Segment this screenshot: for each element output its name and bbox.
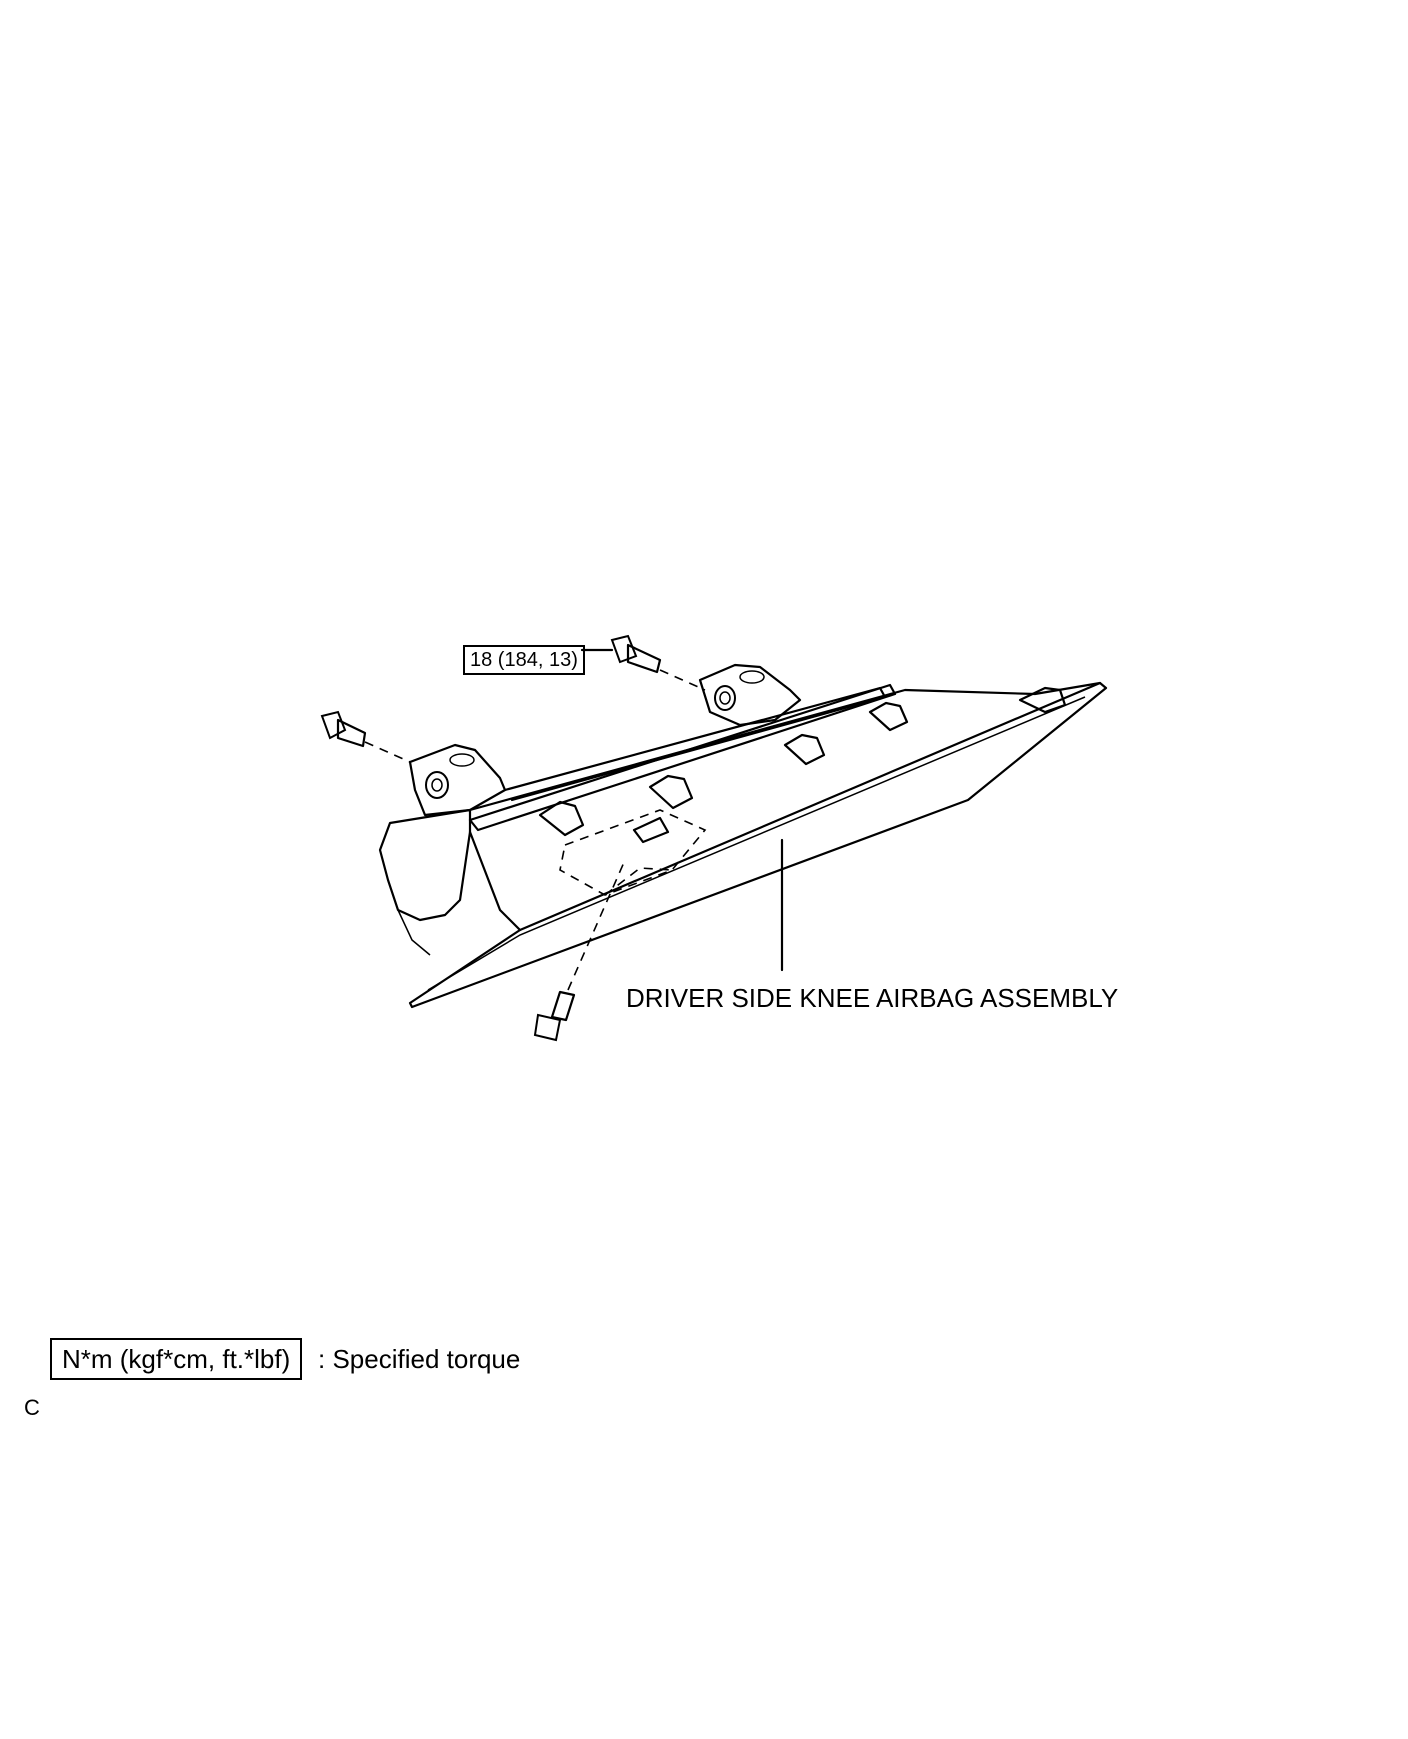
part-label: DRIVER SIDE KNEE AIRBAG ASSEMBLY [626, 983, 1119, 1013]
torque-legend-text: : Specified torque [318, 1344, 521, 1374]
left-mounting-bracket [408, 743, 507, 817]
right-bracket-bolt-hole [714, 685, 736, 711]
upper-rail-rear [503, 686, 887, 802]
torque-unit-legend-box: N*m (kgf*cm, ft.*lbf) [50, 1338, 303, 1380]
illustration-code: C [24, 1395, 40, 1420]
upper-rail [468, 683, 897, 832]
left-end-housing [378, 808, 472, 922]
right-mounting-bracket [698, 663, 802, 727]
lower-bolt [533, 990, 576, 1042]
torque-callout-box: 18 (184, 13) [463, 645, 585, 675]
upper-left-bolt [320, 710, 367, 748]
left-bracket-bolt-hole [425, 771, 449, 799]
upper-right-bolt [610, 634, 662, 674]
retaining-clips [538, 701, 909, 844]
hidden-bolt-location [559, 809, 707, 896]
